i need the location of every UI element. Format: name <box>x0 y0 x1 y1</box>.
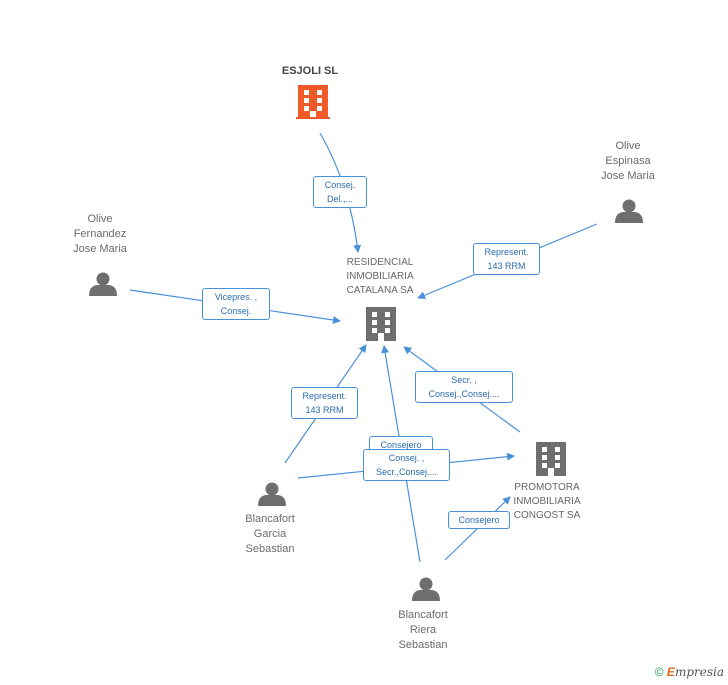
company-name-line: PROMOTORA <box>514 482 580 493</box>
person-name-line: Olive <box>87 213 113 225</box>
company-name-esjoli[interactable]: ESJOLI SL <box>270 64 350 79</box>
brand-footer: © Empresia <box>655 665 724 679</box>
company-name-line: INMOBILIARIA <box>513 496 581 507</box>
edge-label-fernandez-residencial[interactable]: Vicepres. , Consej. <box>202 288 270 320</box>
edge-label-garcia-residencial[interactable]: Represent. 143 RRM <box>291 387 358 419</box>
person-name-line: Jose Maria <box>601 170 655 182</box>
person-name-line: Riera <box>409 624 437 636</box>
person-name-line: Olive <box>615 140 641 152</box>
person-name-line: Espinasa <box>605 155 651 167</box>
company-name-text: ESJOLI SL <box>281 65 339 77</box>
company-name-line: RESIDENCIAL <box>346 257 414 268</box>
person-name-line: Garcia <box>253 528 287 540</box>
edge-label-line: Consej. , <box>388 453 425 463</box>
person-name-olive-espinasa[interactable]: Olive Espinasa Jose Maria <box>586 139 670 184</box>
edge-label-garcia-promotora[interactable]: Consej. , Secr.,Consej.... <box>363 449 450 481</box>
edge-label-line: Vicepres. , <box>214 292 258 302</box>
edge-label-line: Represent. <box>484 247 529 257</box>
person-name-olive-fernandez[interactable]: Olive Fernandez Jose Maria <box>58 212 142 257</box>
brand-logo-letter: E <box>666 665 675 679</box>
edge-label-line: 143 RRM <box>305 405 344 415</box>
brand-logo-text: mpresia <box>674 665 724 679</box>
edge-label-line: Secr.,Consej.... <box>375 467 438 477</box>
company-name-line: CATALANA SA <box>346 285 414 296</box>
company-name-promotora[interactable]: PROMOTORA INMOBILIARIA CONGOST SA <box>497 481 597 523</box>
building-icon-promotora[interactable] <box>536 442 566 476</box>
person-name-blancafort-garcia[interactable]: Blancafort Garcia Sebastian <box>228 512 312 557</box>
company-name-residencial[interactable]: RESIDENCIAL INMOBILIARIA CATALANA SA <box>330 256 430 298</box>
edge-label-line: Represent. <box>302 391 347 401</box>
person-icon-olive-fernandez[interactable] <box>89 272 117 297</box>
person-name-line: Blancafort <box>245 513 295 525</box>
edge-label-line: Secr. , <box>451 375 477 385</box>
edge-label-esjoli-residencial[interactable]: Consej. Del.,... <box>313 176 367 208</box>
person-icon-olive-espinasa[interactable] <box>615 199 643 224</box>
company-name-line: INMOBILIARIA <box>346 271 414 282</box>
copyright-symbol: © <box>654 665 664 679</box>
person-name-line: Fernandez <box>73 228 127 240</box>
edge-label-line: Del.,... <box>326 194 353 204</box>
building-icon-residencial[interactable] <box>366 307 396 341</box>
edge-label-line: Consej. <box>220 306 252 316</box>
edge-label-line: 143 RRM <box>487 261 526 271</box>
edge-label-line: Consejero <box>458 515 500 525</box>
edge-label-promotora-residencial[interactable]: Secr. , Consej.,Consej.... <box>415 371 513 403</box>
person-name-line: Blancafort <box>398 609 448 621</box>
person-icon-blancafort-riera[interactable] <box>412 577 440 602</box>
person-name-line: Sebastian <box>398 639 448 651</box>
person-name-line: Jose Maria <box>73 243 127 255</box>
person-icon-blancafort-garcia[interactable] <box>258 482 286 507</box>
edge-label-line: Consej. <box>324 180 356 190</box>
person-name-line: Sebastian <box>245 543 295 555</box>
edge-label-line: Consejero <box>380 440 422 450</box>
edge-label-line: Consej.,Consej.... <box>428 389 500 399</box>
person-name-blancafort-riera[interactable]: Blancafort Riera Sebastian <box>381 608 465 653</box>
edge-label-riera-promotora[interactable]: Consejero <box>448 511 510 529</box>
company-name-line: CONGOST SA <box>513 510 581 521</box>
edge-label-espinasa-residencial[interactable]: Represent. 143 RRM <box>473 243 540 275</box>
building-icon-esjoli[interactable] <box>296 85 330 119</box>
